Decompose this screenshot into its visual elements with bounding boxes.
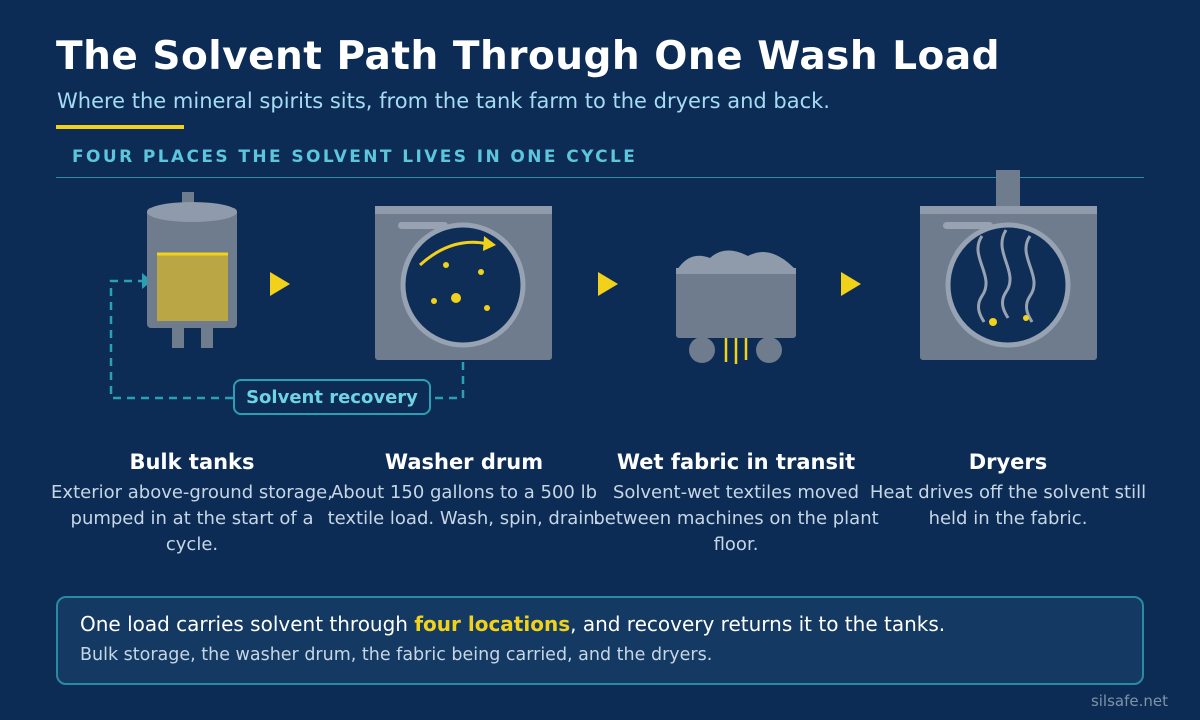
- section-divider: [56, 177, 1144, 178]
- stage-description: Solvent-wet textiles moved between machi…: [593, 482, 879, 555]
- stage-title: Bulk tanks: [129, 450, 255, 474]
- page-subtitle: Where the mineral spirits sits, from the…: [57, 89, 830, 113]
- stage-description: Exterior above-ground storage, pumped in…: [51, 482, 333, 555]
- title-accent-bar: [56, 125, 184, 129]
- summary-main-text: One load carries solvent through four lo…: [80, 612, 945, 636]
- stage-wet-fabric-transit: Wet fabric in transit Solvent-wet textil…: [586, 450, 886, 558]
- tank-icon: [147, 192, 237, 348]
- stage-description: About 150 gallons to a 500 lb textile lo…: [327, 482, 601, 529]
- dryer-icon: [920, 170, 1097, 360]
- stage-title: Dryers: [968, 450, 1048, 474]
- stage-washer-drum: Washer drum About 150 gallons to a 500 l…: [314, 450, 614, 532]
- stage-title: Wet fabric in transit: [616, 450, 856, 474]
- washer-icon: [375, 206, 552, 360]
- stage-bulk-tanks: Bulk tanks Exterior above-ground storage…: [42, 450, 342, 558]
- page-title: The Solvent Path Through One Wash Load: [56, 34, 1001, 79]
- flow-arrow-2: [598, 272, 618, 296]
- stage-description: Heat drives off the solvent still held i…: [869, 482, 1147, 529]
- summary-main-before: One load carries solvent through: [80, 612, 415, 636]
- summary-main-after: , and recovery returns it to the tanks.: [570, 612, 946, 636]
- cart-icon: [676, 250, 796, 364]
- summary-sub-text: Bulk storage, the washer drum, the fabri…: [80, 645, 713, 665]
- stage-dryers: Dryers Heat drives off the solvent still…: [858, 450, 1158, 532]
- summary-box: One load carries solvent through four lo…: [56, 596, 1144, 685]
- solvent-recovery-label: Solvent recovery: [233, 379, 431, 415]
- source-credit: silsafe.net: [1090, 692, 1168, 710]
- stage-title: Washer drum: [384, 450, 544, 474]
- summary-highlight: four locations: [414, 612, 571, 636]
- flow-arrow-1: [270, 272, 290, 296]
- section-heading: FOUR PLACES THE SOLVENT LIVES IN ONE CYC…: [72, 147, 638, 167]
- flow-arrow-3: [841, 272, 861, 296]
